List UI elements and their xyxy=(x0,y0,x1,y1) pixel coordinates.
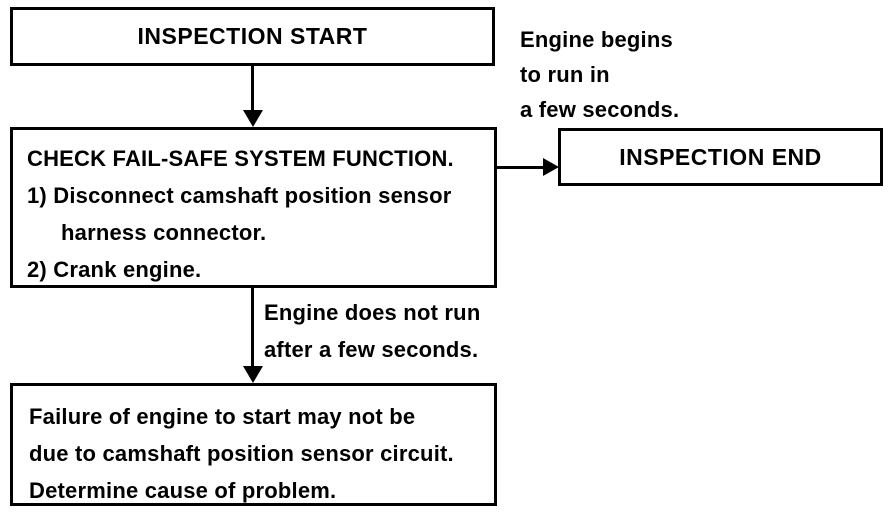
connector-check-to-end xyxy=(497,166,546,169)
node-inspection-end: INSPECTION END xyxy=(558,128,883,186)
arrowhead-right-icon xyxy=(543,158,559,176)
node-inspection-end-label: INSPECTION END xyxy=(619,143,822,170)
edge-label-line: after a few seconds. xyxy=(264,337,479,362)
node-check-step: harness connector. xyxy=(61,220,267,245)
edge-label-line: Engine does not run xyxy=(264,300,481,325)
node-inspection-start: INSPECTION START xyxy=(10,7,495,66)
connector-start-to-check xyxy=(251,66,254,112)
edge-label-line: Engine begins xyxy=(520,27,673,52)
edge-label-line: a few seconds. xyxy=(520,97,680,122)
node-check-step: 1) Disconnect camshaft position sensor xyxy=(27,183,452,208)
node-failure-explanation: Failure of engine to start may not be du… xyxy=(10,383,497,506)
connector-check-to-failure xyxy=(251,288,254,369)
node-check-step: 2) Crank engine. xyxy=(27,257,202,282)
node-failure-line: due to camshaft position sensor circuit. xyxy=(29,441,454,466)
edge-label-engine-begins: Engine begins to run in a few seconds. xyxy=(520,22,679,127)
node-check-fail-safe: CHECK FAIL-SAFE SYSTEM FUNCTION. 1) Disc… xyxy=(10,127,497,288)
edge-label-engine-does-not-run: Engine does not run after a few seconds. xyxy=(264,294,480,368)
node-inspection-start-label: INSPECTION START xyxy=(137,23,368,49)
node-check-title: CHECK FAIL-SAFE SYSTEM FUNCTION. xyxy=(27,146,454,171)
arrowhead-down-icon xyxy=(243,366,263,383)
arrowhead-down-icon xyxy=(243,110,263,127)
node-failure-line: Determine cause of problem. xyxy=(29,478,337,503)
node-failure-line: Failure of engine to start may not be xyxy=(29,404,416,429)
edge-label-line: to run in xyxy=(520,62,610,87)
